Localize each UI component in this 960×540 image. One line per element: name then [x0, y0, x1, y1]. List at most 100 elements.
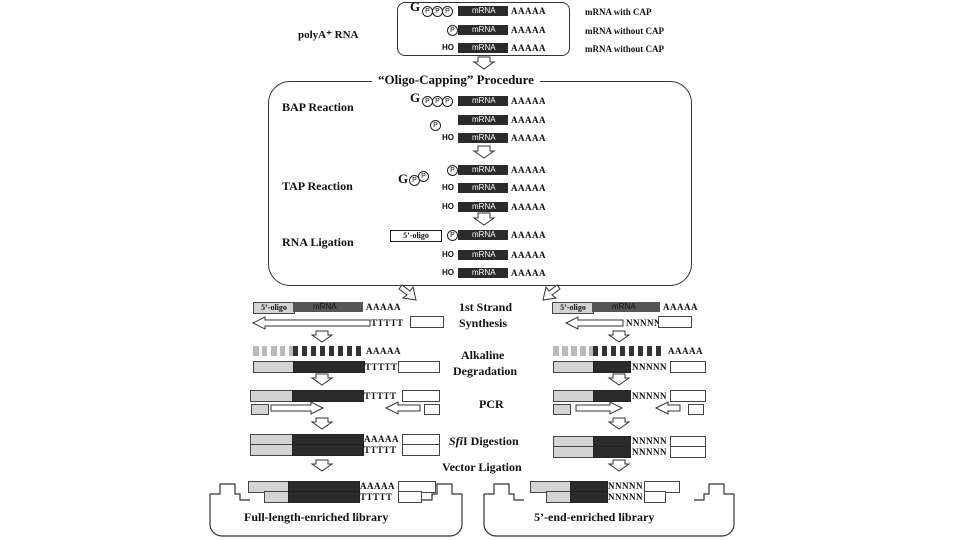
legend-item: mRNA without CAP [585, 26, 665, 36]
down-arrow-icon [310, 330, 334, 343]
mrna-bar: mRNA [458, 133, 508, 143]
mrna-bar: mRNA [458, 115, 508, 125]
vector-notch [694, 483, 734, 501]
random-primer-tail: NNNNN [626, 318, 661, 328]
legend-item: mRNA with CAP [585, 7, 652, 17]
vector-notch [484, 483, 524, 501]
mrna-bar: mRNA [458, 250, 508, 260]
tap-reaction-label: TAP Reaction [282, 179, 353, 193]
insert-cdna-segment [570, 491, 608, 503]
polya-tail: AAAAA [366, 346, 401, 356]
polya-tail: AAAAA [511, 6, 546, 16]
polyt-tail: TTTTT [365, 362, 398, 372]
ho-end-label: HO [442, 183, 454, 192]
adaptor-segment [402, 390, 440, 402]
cdna-segment [293, 361, 365, 373]
down-arrow-icon [607, 459, 631, 472]
polya-tail: AAAAA [511, 230, 546, 240]
down-arrow-icon [607, 417, 631, 430]
alkaline-label: Alkaline [461, 348, 505, 362]
degraded-rna-strip [593, 346, 665, 356]
primer-left-arrow-icon [564, 316, 624, 330]
free-phosphate-icon: P [430, 120, 441, 131]
phosphate-icon: P [418, 171, 429, 182]
five-prime-library-label: 5’-end-enriched library [534, 510, 655, 524]
mrna-bar: mRNA [458, 202, 508, 212]
oligo-box: 5’-oligo [390, 230, 442, 242]
oligo-label: 5’-oligo [560, 303, 586, 312]
vector-backbone-right [483, 494, 735, 537]
sfi-digestion-label: SfiI Digestion [449, 434, 519, 449]
diagonal-arrow-icon [542, 284, 561, 301]
pcr-reverse-arrow-icon [384, 401, 421, 415]
phosphate-icon: P [442, 6, 453, 17]
ho-end-label: HO [442, 133, 454, 142]
polya-tail: AAAAA [663, 302, 698, 312]
random-primer-tail: NNNNN [632, 447, 667, 457]
polya-tail: AAAAA [364, 434, 399, 444]
legend-item: mRNA without CAP [585, 44, 665, 54]
pcr-reverse-arrow-icon [654, 401, 681, 415]
polya-tail: AAAAA [511, 268, 546, 278]
pcr-label: PCR [479, 397, 504, 411]
down-arrow-icon [472, 56, 496, 70]
insert-adaptor-segment [644, 491, 666, 503]
pcr-forward-arrow-icon [270, 401, 325, 415]
ho-end-label: HO [442, 43, 454, 52]
down-arrow-icon [607, 330, 631, 343]
primer-segment [688, 404, 704, 415]
phosphate-icon: P [447, 165, 458, 176]
insert-oligo-segment [546, 491, 572, 503]
cdna-segment [593, 390, 631, 402]
polya-tail: AAAAA [511, 25, 546, 35]
rna-ligation-label: RNA Ligation [282, 235, 354, 249]
random-primer-tail: NNNNN [632, 436, 667, 446]
mrna-bar: mRNA [458, 165, 508, 175]
phosphate-icon: P [447, 230, 458, 241]
adaptor-segment [670, 361, 706, 373]
primer-segment [251, 404, 269, 415]
vector-backbone-left [209, 494, 463, 537]
mrna-bar: mRNA [458, 25, 508, 35]
ho-end-label: HO [442, 268, 454, 277]
adaptor-segment [402, 444, 440, 456]
random-primer-tail: NNNNN [608, 492, 643, 502]
polyt-tail: TTTTT [371, 318, 404, 328]
insert-adaptor-segment [398, 491, 422, 503]
sfi-rest: I Digestion [463, 434, 519, 448]
oligo-label: 5’-oligo [403, 231, 429, 240]
adaptor-segment [410, 316, 444, 328]
adaptor-segment [398, 361, 440, 373]
polya-tail: AAAAA [511, 115, 546, 125]
phosphate-icon: P [447, 25, 458, 36]
oligo-segment: 5’-oligo [253, 302, 295, 314]
primer-left-arrow-icon [251, 316, 371, 330]
down-arrow-icon [310, 417, 334, 430]
primer-segment [553, 404, 571, 415]
polya-tail: AAAAA [366, 302, 401, 312]
vector-notch [422, 483, 462, 501]
cap-g-glyph: G [410, 90, 421, 105]
degraded-rna-strip [293, 346, 363, 356]
insert-cdna-segment [288, 491, 360, 503]
adaptor-segment [670, 390, 706, 402]
insert-oligo-segment [264, 491, 290, 503]
polya-tail: AAAAA [511, 133, 546, 143]
ho-end-label: HO [442, 202, 454, 211]
procedure-title: “Oligo-Capping” Procedure [372, 72, 540, 88]
full-length-library-label: Full-length-enriched library [244, 510, 389, 524]
vector-ligation-label: Vector Ligation [442, 460, 522, 474]
cap-g-glyph: G [410, 0, 421, 14]
mrna-bar: mRNA [592, 302, 660, 312]
adaptor-segment [658, 316, 692, 328]
cdna-segment [593, 361, 631, 373]
polya-tail: AAAAA [511, 43, 546, 53]
polya-tail: AAAAA [360, 481, 395, 491]
polya-tail: AAAAA [511, 250, 546, 260]
adaptor-segment [670, 446, 706, 458]
polya-tail: AAAAA [511, 202, 546, 212]
ho-end-label: HO [442, 250, 454, 259]
mrna-bar: mRNA [458, 230, 508, 240]
